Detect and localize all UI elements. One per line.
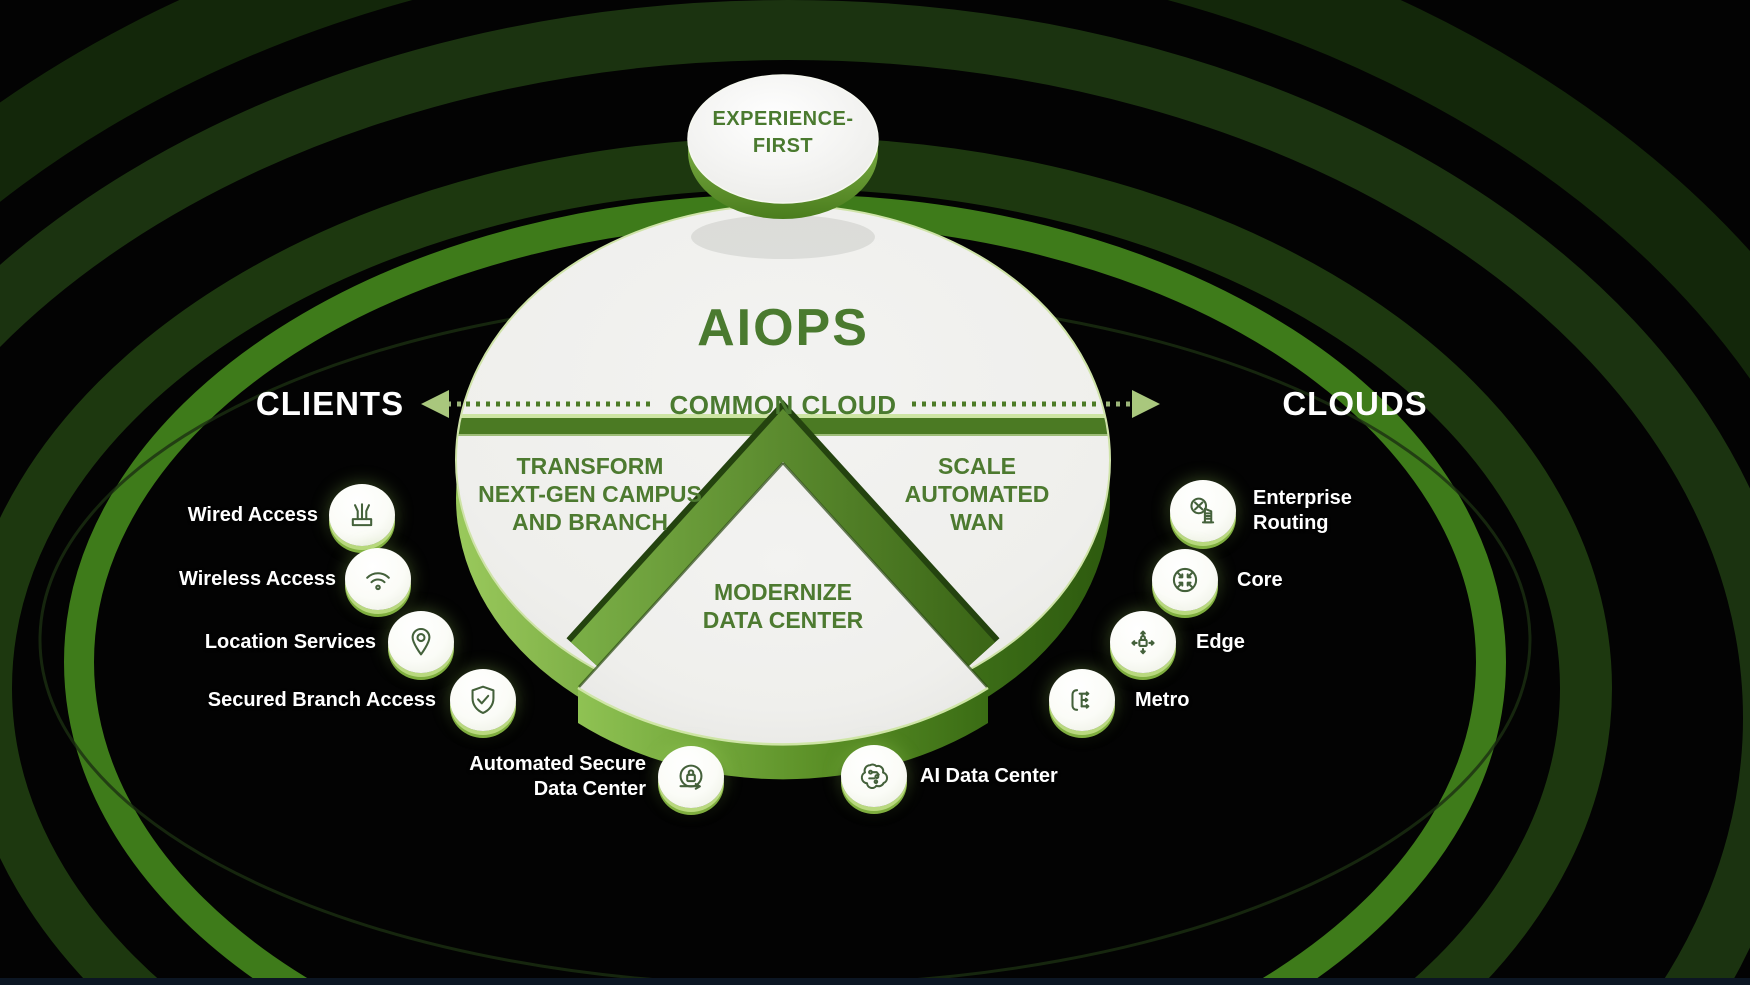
metro-disc [1049,669,1115,731]
shield-check-icon [471,685,495,715]
slice-data-center-label: MODERNIZE DATA CENTER [702,579,864,633]
secured-branch-access-label: Secured Branch Access [207,689,436,711]
disc-shadow [691,215,875,259]
core-router-icon [1172,567,1198,593]
left-arrow-icon [421,390,449,418]
experience-first-disc [687,74,879,219]
automated-secure-dc-label: Automated Secure Data Center [469,753,646,800]
right-arrow-icon [1132,390,1160,418]
automated-secure-dc-disc [658,746,724,808]
modernize-slice-face [578,462,988,745]
automated-secure-lock-icon [679,764,703,790]
enterprise-routing-disc [1170,480,1236,542]
ai-data-center-disc [841,745,907,807]
ai-data-center-label: AI Data Center [920,765,1058,787]
edge-disc [1110,611,1176,673]
metro-label: Metro [1135,689,1190,711]
edge-label: Edge [1196,631,1245,653]
metro-network-icon [1071,689,1090,711]
wireless-access-disc [345,548,411,610]
aiops-title: AIOPS [697,299,869,357]
common-cloud-axis [421,390,1160,418]
slice-divider-chevron [570,408,996,668]
common-cloud-label: COMMON CLOUD [669,390,897,420]
enterprise-routing-icon [1190,497,1215,524]
wireless-access-label: Wireless Access [179,568,336,590]
clients-label: CLIENTS [255,385,405,422]
core-label: Core [1237,569,1283,591]
edge-security-icon [1131,630,1155,655]
wired-access-disc [329,484,395,546]
secured-branch-access-disc [450,669,516,731]
wired-access-switch-icon [351,503,373,527]
core-disc [1152,549,1218,611]
slice-campus-branch-label: TRANSFORM NEXT-GEN CAMPUS AND BRANCH [478,453,702,535]
experience-first-label: EXPERIENCE-FIRST [712,108,854,157]
enterprise-routing-label: Enterprise Routing [1253,487,1352,534]
bottom-edge-strip [0,978,1750,985]
wifi-icon [366,572,390,591]
wired-access-label: Wired Access [187,504,318,526]
location-services-disc [388,611,454,673]
slice-automated-wan-label: SCALE AUTOMATED WAN [904,453,1050,535]
ai-brain-circuit-icon [860,763,889,790]
location-services-label: Location Services [204,631,376,653]
clouds-label: CLOUDS [1282,385,1428,422]
location-pin-icon [411,627,431,656]
